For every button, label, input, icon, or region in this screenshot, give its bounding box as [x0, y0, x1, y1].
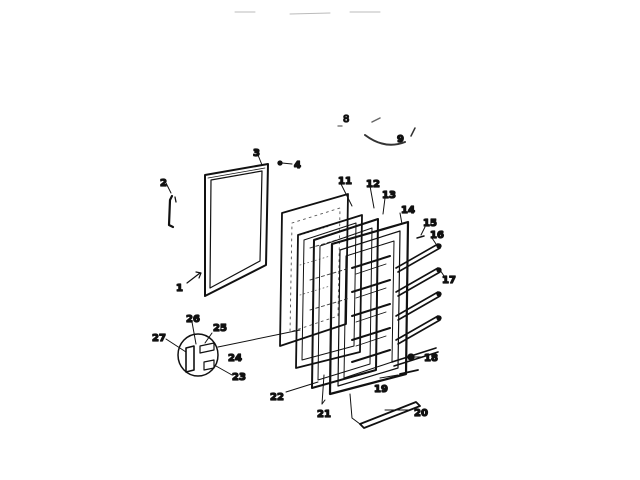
label-19: 19	[374, 384, 388, 395]
label-16: 16	[430, 230, 444, 241]
label-12: 12	[366, 179, 380, 190]
part-14-inner-door-liner	[328, 212, 410, 396]
label-3: 3	[253, 148, 260, 159]
label-11: 11	[338, 176, 352, 187]
part-4-screw	[277, 160, 293, 166]
label-2: 2	[160, 178, 167, 189]
part-12-liner-frame	[295, 185, 375, 369]
part-11-insulation-panel	[279, 181, 353, 347]
part-9-fragment	[337, 117, 416, 146]
part-1-pointer	[186, 271, 202, 284]
label-26: 26	[186, 314, 200, 325]
label-8: 8	[343, 114, 349, 125]
scan-artifact	[234, 11, 381, 15]
detail-hinge-callout	[165, 321, 301, 377]
label-17: 17	[442, 275, 456, 286]
part-13-gasket	[311, 197, 386, 389]
label-24: 24	[228, 353, 242, 364]
label-13: 13	[382, 190, 396, 201]
part-16-shelf-bars	[395, 237, 442, 345]
label-22: 22	[270, 392, 284, 403]
part-3-outer-door-panel	[204, 154, 269, 297]
part-2-handle	[165, 182, 177, 229]
label-9: 9	[397, 134, 404, 145]
part-20-kick-plate	[359, 401, 421, 429]
label-23: 23	[232, 372, 246, 383]
label-4: 4	[294, 160, 301, 171]
label-27: 27	[152, 333, 166, 344]
label-18: 18	[424, 353, 438, 364]
part-22-leader	[285, 381, 319, 393]
label-25: 25	[213, 323, 227, 334]
part-17-leader	[439, 269, 445, 277]
part-21-gasket-edge	[321, 374, 326, 405]
label-21: 21	[317, 409, 331, 420]
label-20: 20	[414, 408, 428, 419]
label-14: 14	[401, 205, 415, 216]
part-15-clip	[416, 226, 426, 239]
part-19-lower-strip	[379, 369, 419, 379]
bottom-guide-lines	[349, 393, 361, 425]
label-15: 15	[423, 218, 437, 229]
label-1: 1	[176, 283, 183, 294]
part-18-bottom-bar	[391, 347, 439, 367]
